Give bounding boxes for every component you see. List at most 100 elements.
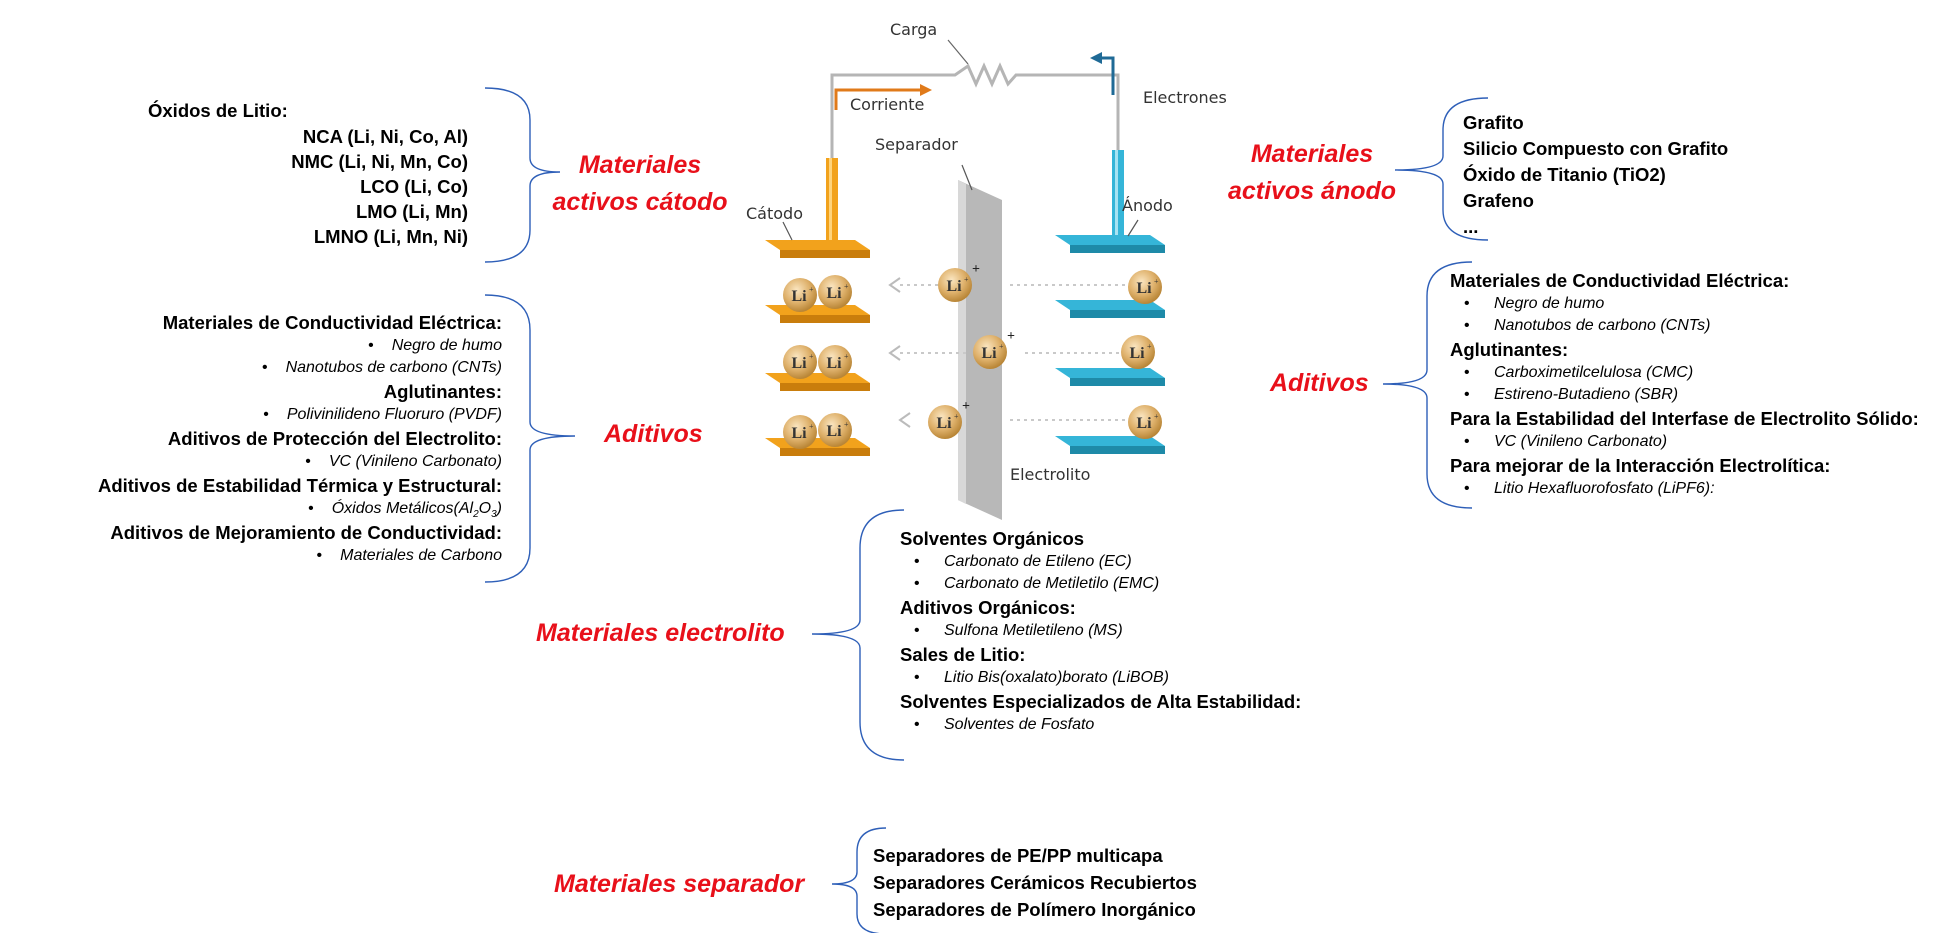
oxide-close: ) bbox=[496, 500, 502, 517]
svg-text:Li: Li bbox=[936, 415, 952, 432]
load-label: Carga bbox=[890, 20, 938, 39]
group-title: Materiales de Conductividad Eléctrica: bbox=[1450, 270, 1790, 291]
lithium-ion: Li+ bbox=[818, 413, 852, 447]
anode-active-heading: Materiales activos ánodo bbox=[1222, 136, 1402, 210]
bullet-item: Carbonato de Etileno (EC) bbox=[900, 551, 1301, 573]
lithium-ion: Li+ bbox=[783, 278, 817, 312]
svg-text:+: + bbox=[844, 420, 849, 429]
oxide-text: Óxidos Metálicos(Al bbox=[331, 500, 474, 517]
bullet-item: Estireno-Butadieno (SBR) bbox=[1450, 384, 1919, 406]
group-title: Aditivos de Mejoramiento de Conductivida… bbox=[110, 522, 502, 543]
bullet-item-oxides: Óxidos Metálicos(Al2O3) bbox=[98, 498, 502, 520]
list-item: Silicio Compuesto con Grafito bbox=[1463, 138, 1729, 159]
list-item: ... bbox=[1463, 216, 1479, 237]
list-item: LMO (Li, Mn) bbox=[356, 201, 468, 222]
group-title: Para la Estabilidad del Interfase de Ele… bbox=[1450, 408, 1919, 429]
anode-active-bracket bbox=[1394, 97, 1489, 241]
svg-text:+: + bbox=[844, 352, 849, 361]
svg-text:Li: Li bbox=[946, 278, 962, 295]
bullet-item: Litio Bis(oxalato)borato (LiBOB) bbox=[900, 667, 1301, 689]
list-item: Óxido de Titanio (TiO2) bbox=[1463, 164, 1666, 185]
group-title: Aditivos de Estabilidad Térmica y Estruc… bbox=[97, 475, 502, 496]
list-item: NCA (Li, Ni, Co, Al) bbox=[302, 126, 468, 147]
anode-additives-heading: Aditivos bbox=[1270, 369, 1369, 397]
bullet-item: Solventes de Fosfato bbox=[900, 714, 1301, 736]
electrons-arrow bbox=[1090, 52, 1115, 95]
svg-text:Li: Li bbox=[791, 288, 807, 305]
group-title: Para mejorar de la Interacción Electrolí… bbox=[1450, 455, 1831, 476]
svg-text:+: + bbox=[809, 422, 814, 431]
cathode-active-heading-line2: activos cátodo bbox=[552, 188, 728, 216]
bullet-item: Nanotubos de carbono (CNTs) bbox=[1450, 315, 1919, 337]
group-title: Materiales de Conductividad Eléctrica: bbox=[162, 312, 502, 333]
cathode-additives-heading: Aditivos bbox=[604, 420, 703, 448]
group-title: Aglutinantes: bbox=[383, 381, 502, 402]
svg-text:+: + bbox=[844, 282, 849, 291]
lithium-ion: Li++ bbox=[938, 262, 980, 302]
svg-text:+: + bbox=[1147, 342, 1152, 351]
bullet-item: Carboximetilcelulosa (CMC) bbox=[1450, 362, 1919, 384]
electrolyte-heading: Materiales electrolito bbox=[536, 619, 785, 647]
svg-text:Li: Li bbox=[1136, 415, 1152, 432]
electrolyte-list: Solventes Orgánicos Carbonato de Etileno… bbox=[900, 526, 1301, 736]
list-item: Grafito bbox=[1463, 112, 1524, 133]
lithium-ion: Li+ bbox=[818, 345, 852, 379]
current-arrow bbox=[834, 84, 932, 110]
bullet-item: Negro de humo bbox=[1450, 293, 1919, 315]
svg-text:+: + bbox=[999, 342, 1004, 351]
list-item: Separadores Cerámicos Recubiertos bbox=[873, 872, 1197, 893]
circuit-wire bbox=[830, 62, 1120, 160]
electrolyte-label: Electrolito bbox=[1010, 465, 1091, 484]
anode-active-list: Grafito Silicio Compuesto con Grafito Óx… bbox=[1463, 110, 1728, 240]
svg-text:Li: Li bbox=[791, 425, 807, 442]
bullet-item: Sulfona Metiletileno (MS) bbox=[900, 620, 1301, 642]
list-item: Separadores de PE/PP multicapa bbox=[873, 845, 1163, 866]
separator-list: Separadores de PE/PP multicapa Separador… bbox=[873, 842, 1197, 923]
svg-text:+: + bbox=[1154, 412, 1159, 421]
cathode-active-title-text: Óxidos de Litio: bbox=[148, 100, 288, 121]
bullet-item: VC (Vinileno Carbonato) bbox=[1450, 431, 1919, 453]
list-item: LCO (Li, Co) bbox=[360, 176, 468, 197]
group-title: Aglutinantes: bbox=[1450, 339, 1569, 360]
separator-heading: Materiales separador bbox=[554, 870, 805, 898]
cathode-active-heading-line1: Materiales bbox=[578, 151, 702, 179]
lithium-ion: Li++ bbox=[928, 399, 970, 439]
list-item: Grafeno bbox=[1463, 190, 1534, 211]
bullet-item: Materiales de Carbono bbox=[98, 545, 502, 567]
group-title: Aditivos de Protección del Electrolito: bbox=[167, 428, 502, 449]
lithium-ion: Li+ bbox=[1128, 405, 1162, 439]
cathode-active-heading: Materiales activos cátodo bbox=[550, 147, 730, 221]
anode-plates bbox=[1055, 235, 1165, 454]
svg-text:Li: Li bbox=[826, 423, 842, 440]
current-label: Corriente bbox=[850, 95, 925, 114]
group-title: Solventes Especializados de Alta Estabil… bbox=[900, 691, 1302, 712]
svg-text:+: + bbox=[962, 399, 970, 414]
bullet-item: Negro de humo bbox=[98, 335, 502, 357]
lithium-ion: Li+ bbox=[1121, 335, 1155, 369]
bullet-item: Litio Hexafluorofosfato (LiPF6): bbox=[1450, 478, 1919, 500]
svg-text:+: + bbox=[964, 275, 969, 284]
lithium-ion: Li+ bbox=[783, 345, 817, 379]
svg-text:Li: Li bbox=[1136, 280, 1152, 297]
svg-text:Li: Li bbox=[791, 355, 807, 372]
group-title: Aditivos Orgánicos: bbox=[900, 597, 1076, 618]
cathode-label: Cátodo bbox=[746, 204, 803, 223]
svg-text:+: + bbox=[809, 352, 814, 361]
separator-label: Separador bbox=[875, 135, 958, 154]
anode-additives-bracket bbox=[1382, 261, 1473, 509]
cathode-additives-list: Materiales de Conductividad Eléctrica: N… bbox=[98, 310, 502, 567]
svg-text:Li: Li bbox=[1129, 345, 1145, 362]
lithium-ion: Li+ bbox=[1128, 270, 1162, 304]
svg-text:Li: Li bbox=[826, 285, 842, 302]
group-title: Solventes Orgánicos bbox=[900, 528, 1085, 549]
cathode-additives-bracket bbox=[484, 294, 576, 583]
cathode-active-list: NCA (Li, Ni, Co, Al) NMC (Li, Ni, Mn, Co… bbox=[291, 124, 468, 249]
electrolyte-bracket bbox=[811, 509, 905, 761]
svg-text:+: + bbox=[809, 285, 814, 294]
bullet-item: Nanotubos de carbono (CNTs) bbox=[98, 357, 502, 379]
group-title: Sales de Litio: bbox=[900, 644, 1026, 665]
anode-label: Ánodo bbox=[1122, 196, 1173, 215]
list-item: LMNO (Li, Mn, Ni) bbox=[313, 226, 468, 247]
cathode-active-title: Óxidos de Litio: bbox=[148, 98, 288, 123]
